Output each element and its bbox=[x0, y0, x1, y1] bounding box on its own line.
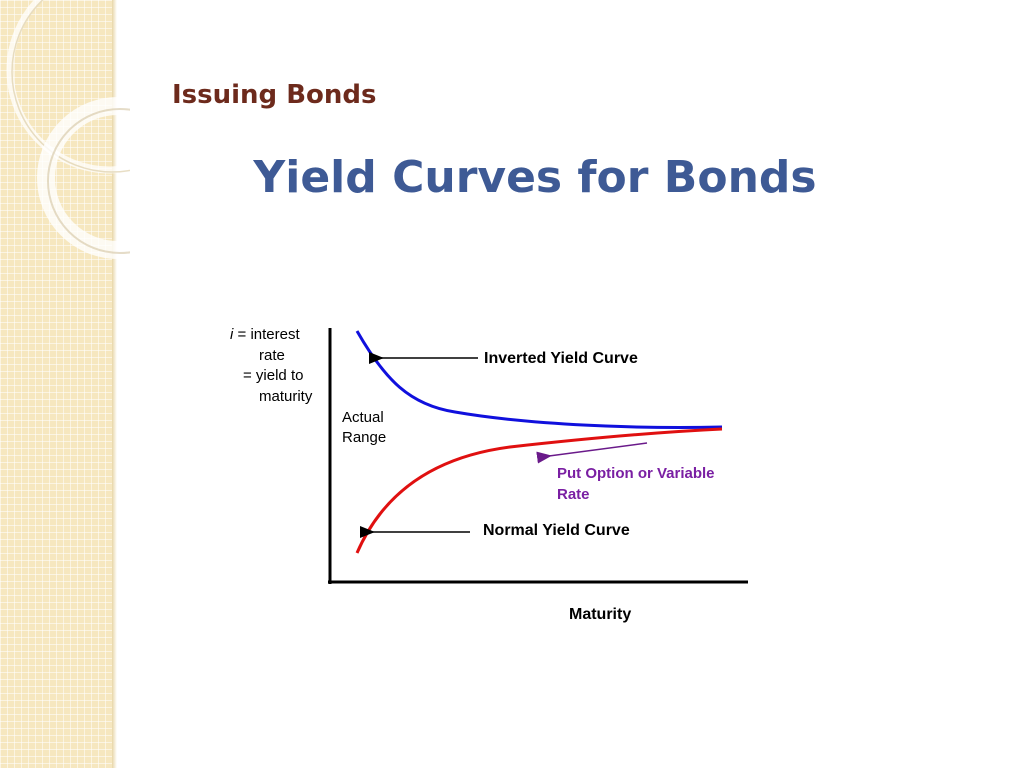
actual-range-label: Actual Range bbox=[342, 408, 386, 448]
slide-subtitle: Issuing Bonds bbox=[172, 80, 377, 110]
slide-title: Yield Curves for Bonds bbox=[253, 152, 817, 203]
y-axis-label: i = interest rate = yield to maturity bbox=[228, 325, 312, 407]
inverted-yield-curve bbox=[355, 330, 723, 429]
y-axis-label-line4: maturity bbox=[259, 387, 313, 405]
put-option-label: Put Option or Variable Rate bbox=[557, 463, 715, 505]
inverted-curve-label: Inverted Yield Curve bbox=[484, 350, 638, 367]
y-axis-label-line2: rate bbox=[259, 346, 285, 364]
actual-range-line2: Range bbox=[342, 429, 387, 446]
put-option-pointer bbox=[536, 442, 648, 464]
normal-yield-curve bbox=[355, 427, 723, 554]
actual-range-line1: Actual bbox=[342, 409, 384, 426]
put-option-line1: Put Option or Variable bbox=[557, 465, 715, 482]
put-option-line2: Rate bbox=[557, 486, 590, 503]
x-axis-label: Maturity bbox=[569, 606, 632, 623]
normal-curve-label: Normal Yield Curve bbox=[483, 522, 630, 539]
interest-symbol: i bbox=[230, 326, 234, 343]
y-axis-label-line3: = yield to bbox=[243, 367, 304, 384]
side-panel-edge bbox=[112, 0, 117, 768]
y-axis-label-line1: = interest bbox=[233, 326, 300, 343]
decorative-rings bbox=[6, 0, 130, 259]
